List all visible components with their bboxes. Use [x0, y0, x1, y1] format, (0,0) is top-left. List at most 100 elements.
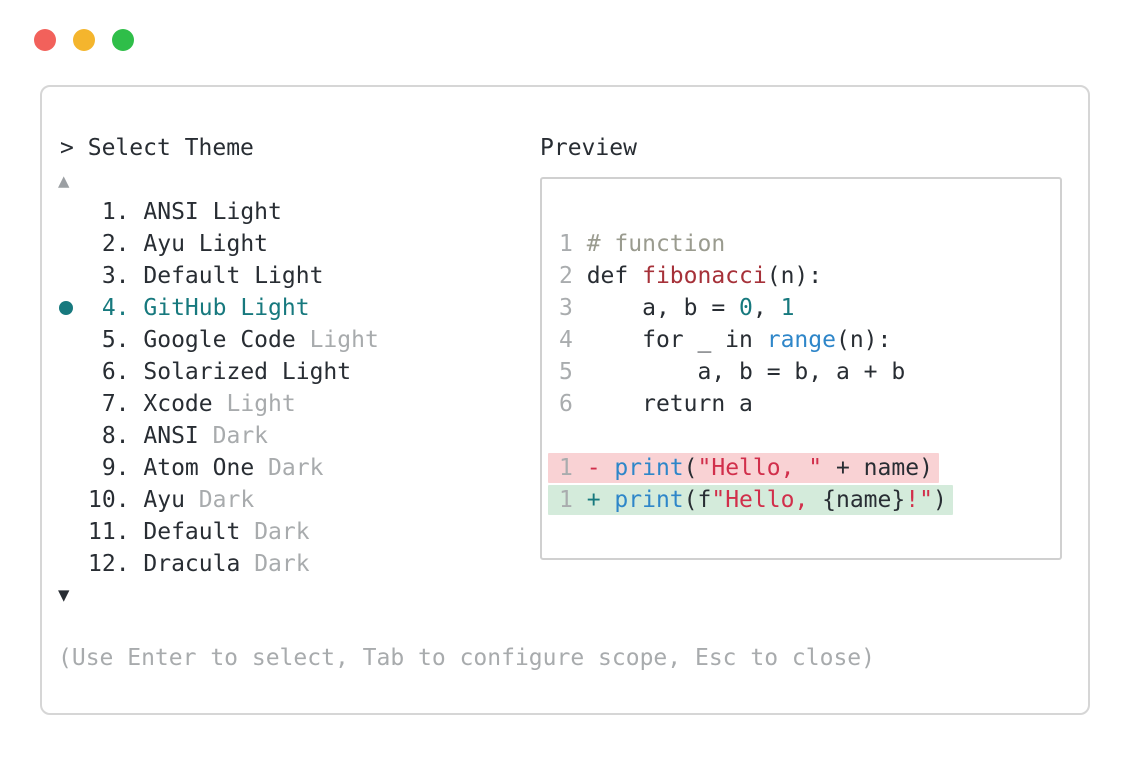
token-number: 1 [780, 295, 795, 321]
zoom-button[interactable] [112, 29, 134, 51]
prompt-row: > Select Theme [60, 132, 254, 164]
theme-item-number: 2. [101, 231, 130, 257]
theme-item-name: Ayu [143, 231, 185, 257]
theme-item-name: GitHub [143, 295, 227, 321]
theme-item-name: ANSI [143, 423, 199, 449]
token-comment: # function [586, 231, 726, 257]
preview-label: Preview [540, 135, 637, 161]
code-line-content [548, 421, 565, 451]
scroll-down-icon[interactable]: ▼ [58, 584, 70, 606]
diff-line-removed: 1 - print("Hello, " + name) [542, 452, 1060, 484]
theme-item-name: Dracula [143, 551, 241, 577]
theme-item-default-light[interactable]: 3. Default Light [42, 260, 512, 292]
code-line-content: 1 + print(f"Hello, {name}!") [548, 485, 953, 515]
theme-item-ansi-light[interactable]: 1. ANSI Light [42, 196, 512, 228]
line-number: 1 [559, 487, 573, 513]
theme-item-github-light[interactable]: 4. GitHub Light [42, 292, 512, 324]
theme-item-ayu-dark[interactable]: 10. Ayu Dark [42, 484, 512, 516]
token-plain: + name) [822, 455, 933, 481]
theme-item-variant: Dark [212, 423, 269, 449]
theme-item-xcode-light[interactable]: 7. Xcode Light [42, 388, 512, 420]
token-plain: , [752, 295, 781, 321]
theme-item-variant: Light [309, 327, 379, 353]
window-controls [34, 29, 134, 51]
token-plain: (f [683, 487, 712, 513]
selected-indicator-dot [59, 301, 73, 315]
theme-item-google-code-light[interactable]: 5. Google Code Light [42, 324, 512, 356]
theme-item-variant: Light [281, 359, 352, 385]
theme-item-number: 1. [101, 199, 130, 225]
code-line [542, 420, 1060, 452]
theme-item-name: Xcode [143, 391, 213, 417]
theme-item-number: 5. [101, 327, 130, 353]
theme-item-variant: Dark [254, 551, 310, 577]
theme-item-name: Default [143, 263, 241, 289]
code-line: 6 return a [542, 388, 1060, 420]
line-number: 4 [559, 327, 573, 353]
code-line-content: 3 a, b = 0, 1 [548, 293, 800, 323]
minimize-button[interactable] [73, 29, 95, 51]
theme-item-variant: Light [198, 231, 269, 257]
line-number: 1 [559, 455, 573, 481]
code-line-content: 2 def fibonacci(n): [548, 261, 828, 291]
theme-item-variant: Dark [268, 455, 324, 481]
theme-item-number: 8. [101, 423, 130, 449]
code-line: 2 def fibonacci(n): [542, 260, 1060, 292]
theme-item-solarized-light[interactable]: 6. Solarized Light [42, 356, 512, 388]
token-plain: a, b = b, a + b [586, 359, 906, 385]
theme-item-ayu-light[interactable]: 2. Ayu Light [42, 228, 512, 260]
token-string: "Hello, " [697, 455, 823, 481]
code-line: 3 a, b = 0, 1 [542, 292, 1060, 324]
theme-item-name: Atom One [143, 455, 255, 481]
code-line: 5 a, b = b, a + b [542, 356, 1060, 388]
theme-item-name: ANSI [143, 199, 199, 225]
line-number: 5 [559, 359, 573, 385]
theme-item-variant: Light [212, 199, 282, 225]
help-text: (Use Enter to select, Tab to configure s… [58, 645, 875, 671]
code-line-content: 5 a, b = b, a + b [548, 357, 911, 387]
code-line: 4 for _ in range(n): [542, 324, 1060, 356]
theme-item-dracula-dark[interactable]: 12. Dracula Dark [42, 548, 512, 580]
theme-item-atom-one-dark[interactable]: 9. Atom One Dark [42, 452, 512, 484]
theme-item-variant: Light [226, 391, 296, 417]
token-plain: return a [586, 391, 753, 417]
theme-item-name: Google Code [143, 327, 296, 353]
theme-item-ansi-dark[interactable]: 8. ANSI Dark [42, 420, 512, 452]
token-string: "Hello, [711, 487, 823, 513]
close-button[interactable] [34, 29, 56, 51]
token-plain: {name} [822, 487, 906, 513]
token-plain: (n): [835, 327, 892, 353]
theme-item-variant: Light [240, 295, 310, 321]
theme-item-name: Solarized [143, 359, 269, 385]
theme-item-number: 9. [101, 455, 130, 481]
token-plain: a, b = [586, 295, 740, 321]
code-line-content: 1 # function [548, 229, 731, 259]
scroll-up-icon[interactable]: ▲ [58, 170, 70, 192]
theme-item-number: 4. [101, 295, 130, 321]
theme-item-name: Ayu [143, 487, 185, 513]
theme-item-number: 6. [101, 359, 130, 385]
token-builtin: print [614, 487, 684, 513]
theme-item-variant: Dark [254, 519, 310, 545]
theme-item-variant: Light [254, 263, 324, 289]
token-plain: ( [683, 455, 698, 481]
token-string: - [586, 455, 615, 481]
theme-item-default-dark[interactable]: 11. Default Dark [42, 516, 512, 548]
theme-item-number: 12. [88, 551, 130, 577]
theme-item-variant: Dark [198, 487, 255, 513]
line-number: 3 [559, 295, 573, 321]
token-number: + [586, 487, 615, 513]
theme-item-number: 7. [101, 391, 130, 417]
token-plain: ) [932, 487, 947, 513]
token-builtin: range [766, 327, 836, 353]
line-number: 6 [559, 391, 573, 417]
token-plain: for _ in [586, 327, 767, 353]
theme-item-number: 11. [88, 519, 130, 545]
token-plain: (n): [766, 263, 823, 289]
prompt-caret: > [60, 135, 74, 161]
theme-item-name: Default [143, 519, 241, 545]
